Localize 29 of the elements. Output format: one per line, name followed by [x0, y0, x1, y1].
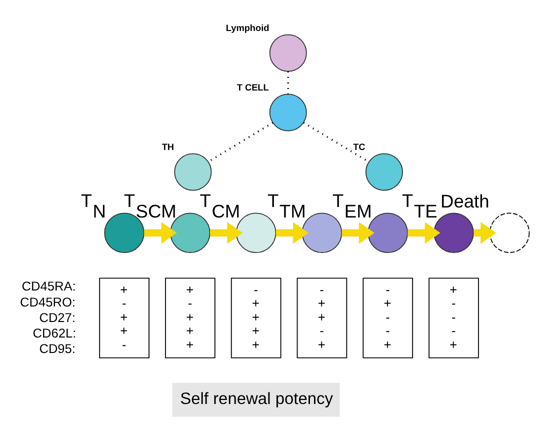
node-circle: [489, 212, 530, 252]
node-circle: [365, 152, 403, 190]
label: CD27:: [39, 309, 76, 324]
label: CD95:: [39, 340, 76, 356]
node-label: TH: [162, 142, 174, 152]
label: CD45RO:: [20, 294, 76, 309]
arrow: [408, 221, 440, 244]
node-circle: [174, 152, 212, 190]
node-box: - + + + +: [230, 277, 282, 358]
node-box: + - + + -: [99, 277, 150, 358]
node-label: Death: [440, 190, 490, 212]
connector: [208, 121, 274, 162]
node-circle: [269, 34, 307, 72]
arrow: [276, 221, 309, 244]
node-box: + - + + +: [165, 277, 216, 358]
node-circle: [269, 93, 307, 131]
node-box: + - - - +: [428, 277, 479, 358]
node-label: T CELL: [236, 82, 269, 92]
arrow: [210, 221, 243, 244]
node-box: - + - - +: [362, 277, 414, 358]
arrow: [342, 221, 374, 244]
label: CD62L:: [32, 324, 76, 340]
label: CD45RA:: [22, 278, 76, 294]
arrow: [144, 221, 177, 244]
arrow: [474, 221, 496, 244]
label: Self renewal potency: [180, 389, 334, 408]
node-label: Lymphoid: [226, 22, 270, 33]
node-label: TC: [353, 142, 366, 152]
node-box: - + + - +: [296, 277, 348, 358]
